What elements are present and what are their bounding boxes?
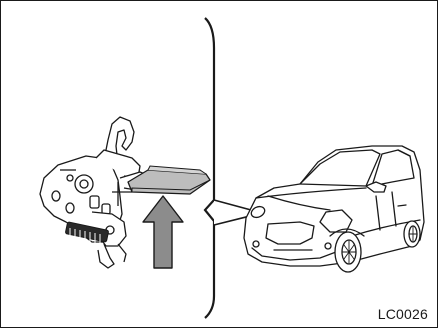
- figure-code-label: LC0026: [378, 306, 428, 322]
- car-grille: [266, 222, 314, 244]
